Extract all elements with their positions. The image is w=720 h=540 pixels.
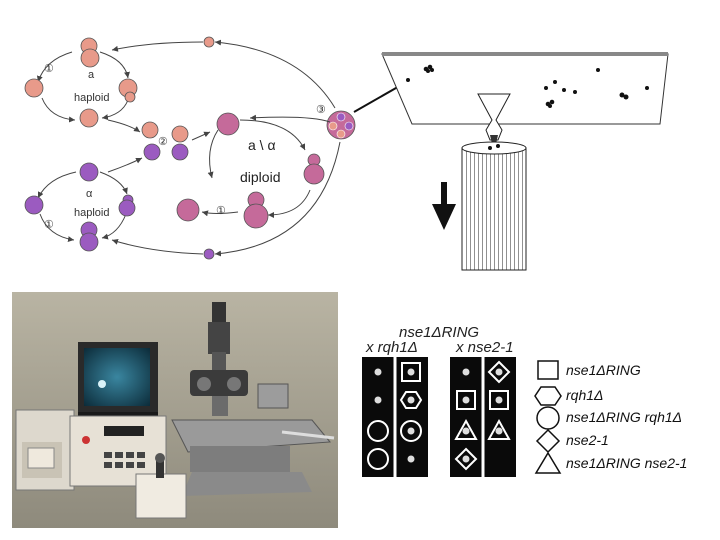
mating-type-alpha-label: α [86,188,93,200]
mating-cells [141,121,189,161]
legend-square-icon [537,360,559,380]
step-1-top: ① [44,63,54,75]
dissection-microscope-photo [12,292,338,528]
step-1-diploid: ① [216,205,226,217]
haploid-a-cycle [36,51,130,123]
grid-header-right: x nse2-1 [456,339,514,356]
legend-label-3: nse2-1 [566,432,609,448]
down-arrow-icon [432,182,456,230]
a-cells [24,37,138,128]
haploid-alpha-cycle [37,171,128,243]
ascus [326,110,356,140]
legend-label-1: rqh1Δ [566,387,603,403]
spores [406,64,649,108]
life-cycle-diagram: a haploid ① α haploid ① ② [24,36,356,260]
agar-plate [381,53,669,125]
legend-label-2: nse1ΔRING rqh1Δ [566,409,682,425]
step-3-label: ③ [316,104,326,116]
diploid-cells [176,112,325,229]
diploid-cycle [191,119,311,218]
step-2-label: ② [158,136,168,148]
legend-diamond-icon [535,428,561,454]
diploid-type-label: a \ α [248,137,276,153]
legend [534,360,562,474]
mating-type-a-label: a [88,69,95,81]
legend-hexagon-icon [534,386,562,406]
diploid-label: diploid [240,169,280,185]
micromanipulation-diagram [353,52,669,271]
grid-header-top: nse1ΔRING [399,324,480,341]
haploid-bottom-label: haploid [74,207,109,219]
legend-circle-icon [536,406,560,430]
objective-cylinder [461,141,527,271]
legend-label-4: nse1ΔRING nse2-1 [566,455,687,471]
legend-triangle-icon [534,451,562,474]
step-1-bottom: ① [44,219,54,231]
grid-header-left: x rqh1Δ [366,339,418,356]
alpha-cells [24,162,136,252]
legend-label-0: nse1ΔRING [566,362,641,378]
spore-grid: nse1ΔRING rqh1Δ nse1ΔRING rqh1Δ nse2-1 n… [362,357,687,477]
haploid-top-label: haploid [74,92,109,104]
